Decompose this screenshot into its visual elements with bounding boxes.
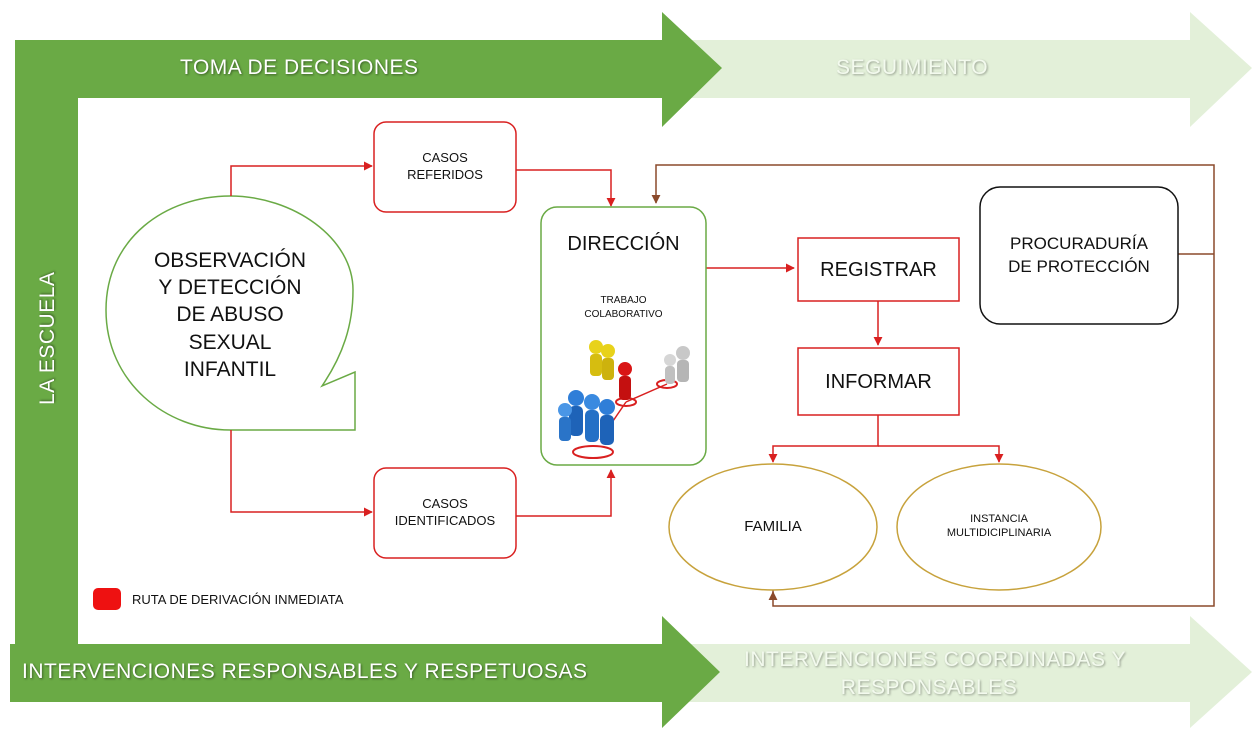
informar-text: INFORMAR (825, 370, 932, 393)
connector-followup-loop (651, 164, 1215, 607)
casos-referidos-line: CASOS (422, 150, 468, 166)
instancia-line: MULTIDICIPLINARIA (946, 527, 1052, 539)
observacion-line: OBSERVACIÓN (153, 248, 307, 272)
connector-identificados-direccion (516, 469, 616, 517)
informar-box (797, 347, 960, 416)
direccion-subtitle: TRABAJO COLABORATIVO (541, 290, 706, 326)
casos-referidos-text: CASOS REFERIDOS (374, 122, 516, 212)
intervenciones-responsables-arrow (10, 616, 720, 728)
observacion-line: INFANTIL (183, 357, 277, 381)
casos-referidos-line: REFERIDOS (407, 167, 483, 182)
procuraduria-text: PROCURADURÍA DE PROTECCIÓN (980, 187, 1178, 324)
connector-obs-identificados (230, 430, 373, 517)
procuraduria-line: PROCURADURÍA (1010, 234, 1148, 254)
direccion-title: DIRECCIÓN (567, 233, 680, 255)
familia-text: FAMILIA (744, 518, 802, 536)
legend-swatch (93, 588, 121, 610)
la-escuela-bar (15, 40, 78, 690)
casos-identificados-box (373, 467, 517, 559)
registrar-box (797, 237, 960, 302)
procuraduria-box (979, 186, 1179, 325)
casos-identificados-line: IDENTIFICADOS (394, 513, 496, 528)
instancia-line: INSTANCIA (970, 512, 1028, 525)
observacion-bubble (105, 195, 356, 431)
casos-referidos-box (373, 121, 517, 213)
observacion-line: DE ABUSO (176, 303, 284, 327)
instancia-oval (896, 463, 1102, 591)
connector-referidos-direccion (516, 169, 616, 207)
la-escuela-label: LA ESCUELA (36, 271, 59, 405)
intervenciones-coordinadas-label-2: RESPONSABLES (840, 676, 1018, 699)
toma-decisiones-arrow (15, 12, 722, 127)
seguimiento-label: SEGUIMIENTO (836, 56, 989, 79)
toma-decisiones-label: TOMA DE DECISIONES (180, 56, 419, 79)
connector-informar-branch (768, 415, 879, 463)
connector-obs-referidos (230, 161, 373, 196)
procuraduria-line: DE PROTECCIÓN (1008, 256, 1150, 276)
familia-oval (668, 463, 878, 591)
instancia-text: INSTANCIA MULTIDICIPLINARIA (912, 506, 1086, 546)
team-illustration (558, 340, 690, 459)
casos-identificados-text: CASOS IDENTIFICADOS (374, 468, 516, 558)
casos-identificados-line: CASOS (422, 496, 468, 512)
seguimiento-arrow (662, 12, 1252, 127)
direccion-sub-line: COLABORATIVO (584, 309, 663, 320)
intervenciones-coordinadas-arrow (662, 616, 1252, 728)
registrar-text: REGISTRAR (820, 258, 937, 281)
observacion-text: OBSERVACIÓN Y DETECCIÓN DE ABUSO SEXUAL … (120, 232, 340, 398)
connector-informar-instancia (878, 445, 1004, 463)
intervenciones-responsables-label: INTERVENCIONES RESPONSABLES Y RESPETUOSA… (22, 660, 588, 683)
intervenciones-coordinadas-label-1: INTERVENCIONES COORDINADAS Y (744, 648, 1126, 671)
observacion-line: SEXUAL (188, 330, 272, 354)
observacion-line: Y DETECCIÓN (158, 276, 302, 300)
legend-label: RUTA DE DERIVACIÓN INMEDIATA (132, 592, 344, 607)
direccion-sub-line: TRABAJO (600, 295, 647, 306)
